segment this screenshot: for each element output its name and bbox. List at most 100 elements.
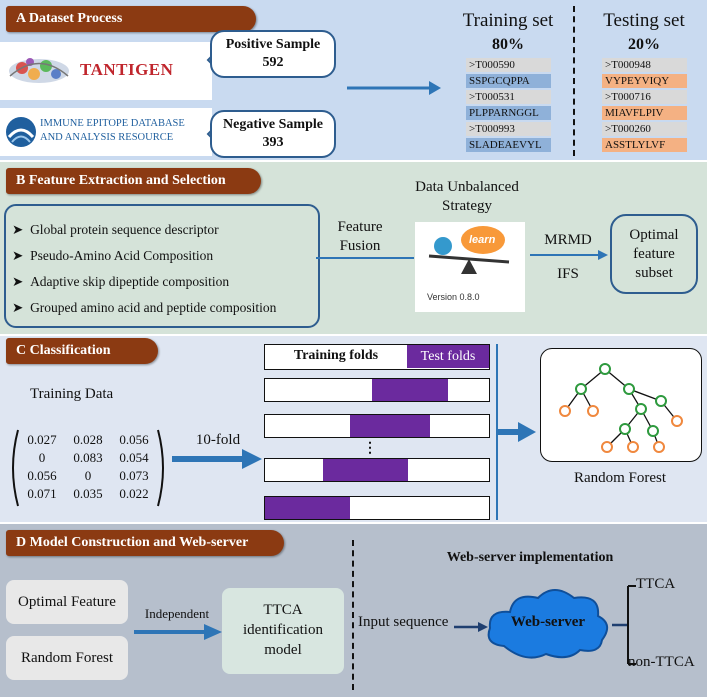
strategy-label: Data Unbalanced Strategy [392,178,542,216]
feature-item-1: ➤ Global protein sequence descriptor [12,222,219,238]
iedb-emblem-icon [6,117,36,147]
optimal-feature-box: Optimal Feature [6,580,128,624]
model-line2: identification [243,622,323,638]
input-arrow [454,622,488,632]
mrmd-arrow [530,250,608,260]
sklearn-logo-box: learn Version 0.8.0 [415,222,525,312]
testing-set-percent: 20% [628,36,660,53]
matrix-cell: 0.083 [73,450,103,465]
fusion-line [316,257,414,259]
split-arrow [347,81,441,95]
training-data-label: Training Data [30,386,114,402]
testing-seq-header-1: >T000948 [602,58,687,72]
bullet-arrow-icon: ➤ [12,248,31,263]
output-ttca: TTCA [636,576,676,592]
ifs-label: IFS [557,266,579,282]
training-set-percent: 80% [492,36,524,53]
matrix-cell: 0.073 [119,468,149,483]
feature-fusion-line2: Fusion [339,238,381,254]
model-line1: TTCA [263,602,303,618]
feature-list-box [4,204,320,328]
output-bracket [612,585,636,665]
matrix-cell: 0.027 [27,432,57,447]
feature-item-2: ➤ Pseudo-Amino Acid Composition [12,248,213,264]
fold-test-segment [349,415,430,437]
matrix-cell: 0.028 [73,432,103,447]
folds-bracket [496,344,498,520]
random-forest-box-d: Random Forest [6,636,128,680]
feature-label-1: Global protein sequence descriptor [30,222,219,237]
ten-fold-label: 10-fold [195,432,241,448]
fold-bar [264,496,490,520]
testing-seq-header-3: >T000260 [602,122,687,136]
test-folds-label: Test folds [407,345,489,368]
training-seq-header-3: >T000993 [466,122,551,136]
webserver-cloud-icon [487,589,609,659]
training-seq-2: PLPPARNGGL [466,106,551,120]
fold-test-segment [322,459,408,481]
positive-sample-count: 592 [262,55,284,70]
data-matrix: 0.027 0.028 0.056 0 0.083 0.054 0.056 0 … [8,428,168,508]
matrix-cell: 0.035 [73,486,103,501]
feature-fusion-label: Feature Fusion [318,218,402,256]
training-seq-1: SSPGCQPPA [466,74,551,88]
optimal-line3: subset [635,265,673,281]
feature-item-4: ➤ Grouped amino acid and peptide composi… [12,300,276,316]
feature-label-2: Pseudo-Amino Acid Composition [30,248,214,263]
positive-sample-bubble: Positive Sample 592 [210,30,336,78]
ten-fold-arrow [172,449,262,469]
bullet-arrow-icon: ➤ [12,274,31,289]
iedb-logo: IMMUNE EPITOPE DATABASE AND ANALYSIS RES… [0,108,212,156]
folds-header: Training folds Test folds [264,344,490,370]
testing-seq-1: VYPEYVIQY [602,74,687,88]
bullet-arrow-icon: ➤ [12,300,31,315]
training-folds-label: Training folds [293,348,379,363]
testing-seq-2: MIAVFLPIV [602,106,687,120]
training-seq-header-2: >T000531 [466,90,551,104]
panel-a-title: A Dataset Process [6,6,256,32]
matrix-cell: 0.056 [119,432,149,447]
panel-c-title: C Classification [6,338,158,364]
negative-sample-label: Negative Sample [223,117,323,132]
fold-test-segment [265,497,350,519]
optimal-line2: feature [633,246,675,262]
training-seq-header-1: >T000590 [466,58,551,72]
random-forest-label: Random Forest [573,470,667,486]
tantigen-logo-text: TANTIGEN [80,60,174,79]
negative-sample-count: 393 [262,135,284,150]
optimal-line1: Optimal [629,227,679,243]
testing-set-title: Testing set [603,10,685,31]
sklearn-version: Version 0.8.0 [427,292,480,302]
matrix-cell: 0 [84,468,92,483]
protein-structure-icon [9,58,69,83]
negative-sample-bubble: Negative Sample 393 [210,110,336,158]
bullet-arrow-icon: ➤ [12,222,31,237]
output-non-ttca: non-TTCA [628,654,695,670]
matrix-cell: 0.054 [119,450,149,465]
random-forest-box [540,348,702,462]
panel-d-divider [352,540,354,690]
training-set-title: Training set [462,10,554,31]
fold-container [264,378,490,520]
rf-arrow [498,422,536,442]
decision-tree-icon [559,363,683,453]
optimal-subset-box: Optimal feature subset [610,214,698,294]
testing-seq-3: ASSTLYLVF [602,138,687,152]
iedb-logo-line2: AND ANALYSIS RESOURCE [40,132,174,143]
ttca-model-box: TTCA identification model [222,588,344,674]
strategy-line1: Data Unbalanced [415,179,519,195]
feature-fusion-line1: Feature [337,219,383,235]
positive-sample-label: Positive Sample [225,37,321,52]
fold-bar [264,458,490,482]
testing-seq-header-2: >T000716 [602,90,687,104]
webserver-label: Web-server [510,614,586,630]
fold-bar [264,414,490,438]
iedb-logo-line1: IMMUNE EPITOPE DATABASE [40,118,185,129]
matrix-brackets [12,429,164,507]
webserver-title: Web-server implementation [446,550,614,565]
mrmd-label: MRMD [544,232,592,248]
feature-label-4: Grouped amino acid and peptide compositi… [30,300,277,315]
sklearn-logo-text: learn [469,234,496,246]
set-divider [573,6,575,156]
training-seq-3: SLADEAEVYL [466,138,551,152]
